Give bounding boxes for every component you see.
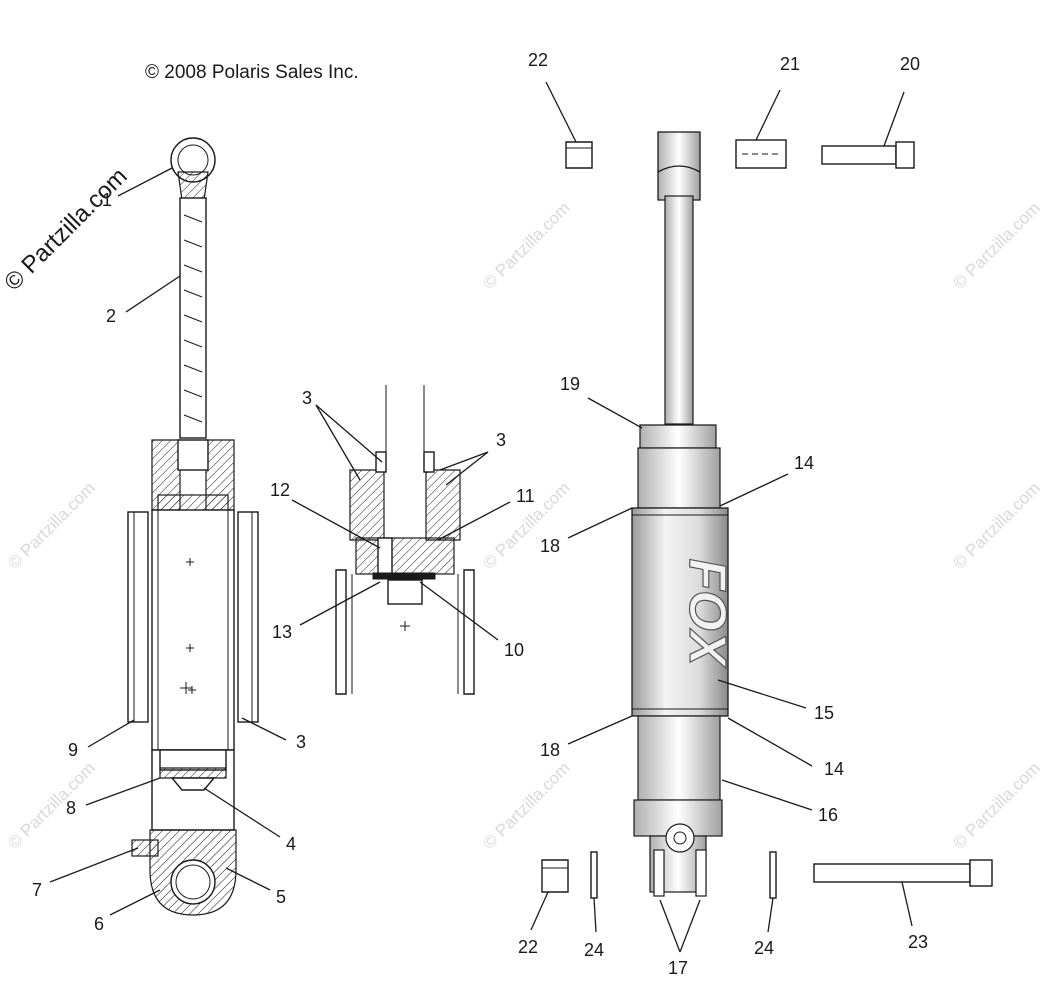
- callout-18-top: 18: [540, 536, 560, 556]
- callout-2: 2: [106, 306, 116, 326]
- callout-22-bottom: 22: [518, 937, 538, 957]
- watermark-faint: © Partzilla.com: [949, 758, 1043, 852]
- callout-8: 8: [66, 798, 76, 818]
- copyright-text: © 2008 Polaris Sales Inc.: [145, 62, 359, 83]
- leader-lines: [49, 81, 913, 953]
- callout-12: 12: [270, 480, 290, 500]
- callout-9: 9: [68, 740, 78, 760]
- callout-11: 11: [516, 486, 535, 506]
- right-shock-assembly: FOX: [631, 131, 737, 897]
- callout-3: 3: [296, 732, 306, 752]
- callout-14-top: 14: [794, 453, 814, 473]
- hardware-parts: [541, 139, 993, 899]
- left-shock-cutaway: [127, 137, 259, 916]
- callout-18-bottom: 18: [540, 740, 560, 760]
- callout-6: 6: [94, 914, 104, 934]
- callout-3-left: 3: [302, 388, 312, 408]
- callout-5: 5: [276, 887, 286, 907]
- callout-20: 20: [900, 54, 920, 74]
- watermark-faint: © Partzilla.com: [479, 198, 573, 292]
- callout-7: 7: [32, 880, 42, 900]
- fox-logo: FOX: [678, 559, 736, 669]
- callout-24-right: 24: [754, 938, 774, 958]
- center-seal-detail: [335, 385, 475, 695]
- callout-14-bottom: 14: [824, 759, 844, 779]
- callout-23: 23: [908, 932, 928, 952]
- callout-1: 1: [102, 190, 112, 210]
- callout-17: 17: [668, 958, 688, 978]
- callout-13: 13: [272, 622, 292, 642]
- callout-15: 15: [814, 703, 834, 723]
- watermark-faint: © Partzilla.com: [949, 198, 1043, 292]
- callout-21: 21: [780, 54, 800, 74]
- callout-10: 10: [504, 640, 524, 660]
- watermark-faint: © Partzilla.com: [4, 478, 98, 572]
- callout-19: 19: [560, 374, 580, 394]
- callout-24-left: 24: [584, 940, 604, 960]
- callout-4: 4: [286, 834, 296, 854]
- callout-3-right: 3: [496, 430, 506, 450]
- watermark-faint: © Partzilla.com: [949, 478, 1043, 572]
- watermark-faint: © Partzilla.com: [479, 758, 573, 852]
- watermark-main: © Partzilla.com: [0, 163, 133, 296]
- callout-labels: 1 2 9 3 8 4 5 7 6 3 3 12 11 13 10 22 21 …: [32, 50, 928, 978]
- callout-16: 16: [818, 805, 838, 825]
- callout-22-top: 22: [528, 50, 548, 70]
- watermark-faint: © Partzilla.com: [4, 758, 98, 852]
